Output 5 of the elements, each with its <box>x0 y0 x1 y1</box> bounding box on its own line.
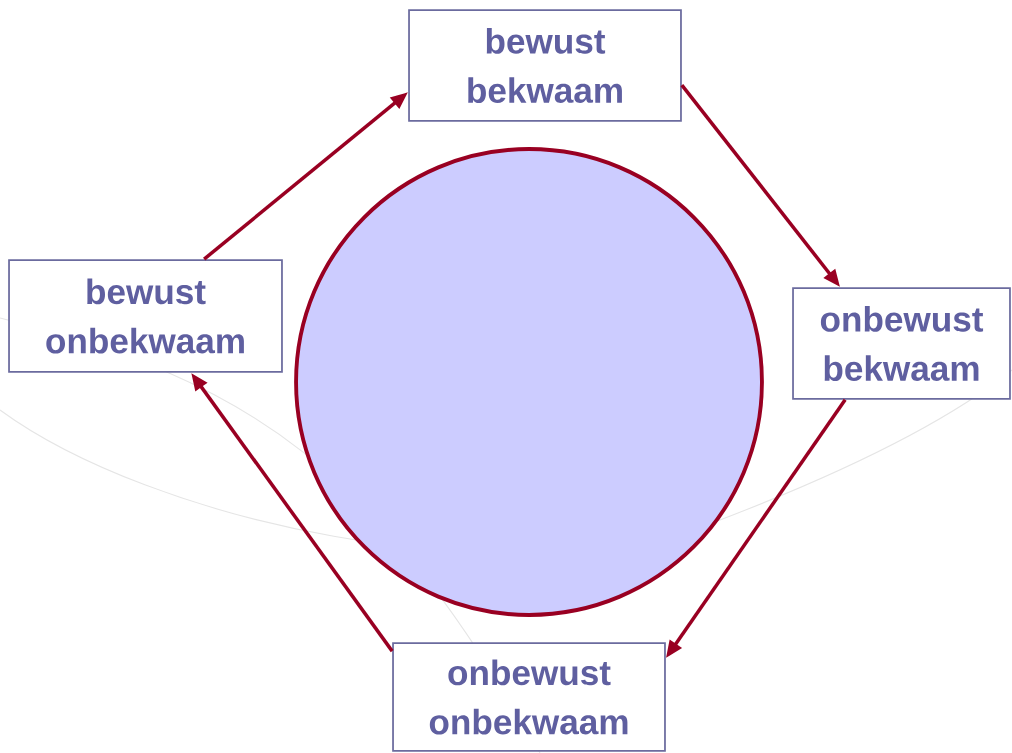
circle <box>294 147 764 617</box>
text-box: onbewust onbekwaam <box>392 642 666 752</box>
text-box: onbewust bekwaam <box>792 287 1011 400</box>
text-box: bewust onbekwaam <box>8 259 283 373</box>
text-box: bewust bekwaam <box>408 9 682 122</box>
